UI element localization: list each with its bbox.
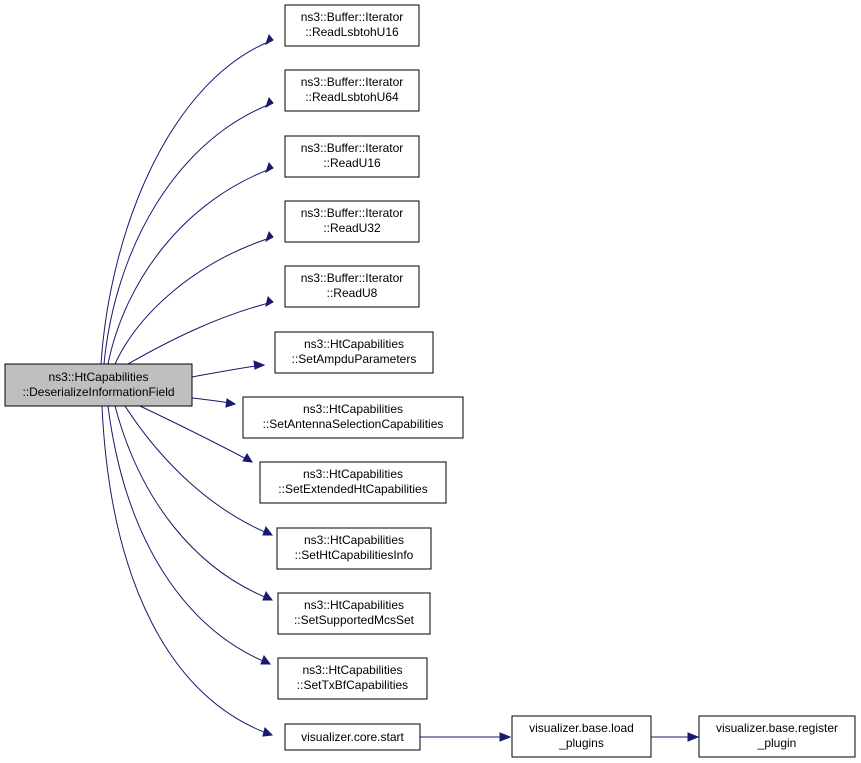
edge-to-read-u16 bbox=[107, 161, 274, 365]
edge-to-read-lsbtoh-u16 bbox=[100, 33, 274, 365]
edge-to-set-ampdu-parameters bbox=[191, 360, 266, 378]
edge-to-set-extended-ht bbox=[139, 405, 253, 463]
node-label-line1: visualizer.base.load bbox=[529, 721, 634, 735]
node-visualizer-base-load-plugins[interactable]: visualizer.base.load _plugins bbox=[511, 715, 652, 758]
node-box bbox=[284, 69, 420, 112]
node-label-line2: ::ReadU32 bbox=[323, 221, 381, 235]
node-label-line2: ::SetExtendedHtCapabilities bbox=[278, 482, 427, 496]
node-set-extended-ht-capabilities[interactable]: ns3::HtCapabilities ::SetExtendedHtCapab… bbox=[259, 461, 447, 504]
node-label-line1: visualizer.base.register bbox=[716, 721, 838, 735]
call-nodes: ns3::HtCapabilities ::DeserializeInforma… bbox=[4, 4, 856, 758]
node-set-antenna-selection-capabilities[interactable]: ns3::HtCapabilities ::SetAntennaSelectio… bbox=[242, 396, 464, 439]
node-box bbox=[511, 715, 652, 758]
node-label-line2: ::ReadLsbtohU64 bbox=[305, 90, 399, 104]
node-box bbox=[277, 592, 431, 635]
node-label-line1: ns3::HtCapabilities bbox=[303, 467, 403, 481]
edge-to-visualizer-register-plugin bbox=[651, 732, 700, 742]
node-label-line2: ::ReadU8 bbox=[327, 286, 378, 300]
node-label-line2: ::ReadLsbtohU16 bbox=[305, 25, 399, 39]
node-set-ampdu-parameters[interactable]: ns3::HtCapabilities ::SetAmpduParameters bbox=[274, 331, 434, 374]
node-label-line2: _plugin bbox=[757, 736, 797, 750]
edge-to-visualizer-load-plugins bbox=[420, 732, 512, 742]
node-read-u16[interactable]: ns3::Buffer::Iterator ::ReadU16 bbox=[284, 135, 420, 178]
node-label-line1: ns3::HtCapabilities bbox=[304, 533, 404, 547]
node-read-u32[interactable]: ns3::Buffer::Iterator ::ReadU32 bbox=[284, 200, 420, 243]
node-box bbox=[284, 4, 420, 47]
call-edges bbox=[100, 33, 700, 742]
node-label-line1: ns3::Buffer::Iterator bbox=[301, 141, 404, 155]
node-label-line1: ns3::Buffer::Iterator bbox=[301, 271, 404, 285]
edge-to-set-antenna-selection bbox=[191, 397, 237, 408]
edge-to-read-u8 bbox=[127, 296, 274, 365]
node-box bbox=[284, 200, 420, 243]
node-set-txbf-capabilities[interactable]: ns3::HtCapabilities ::SetTxBfCapabilitie… bbox=[277, 657, 428, 700]
node-label-line1: ns3::HtCapabilities bbox=[302, 663, 402, 677]
edge-to-read-u32 bbox=[114, 230, 274, 365]
node-box bbox=[284, 265, 420, 308]
node-read-lsbtoh-u64[interactable]: ns3::Buffer::Iterator ::ReadLsbtohU64 bbox=[284, 69, 420, 112]
edge-to-set-supported-mcs-set bbox=[114, 405, 273, 601]
node-deserialize-information-field[interactable]: ns3::HtCapabilities ::DeserializeInforma… bbox=[4, 363, 193, 407]
edge-to-set-txbf-capabilities bbox=[107, 405, 271, 665]
node-box bbox=[276, 527, 432, 570]
node-box bbox=[277, 657, 428, 700]
node-label-line1: ns3::Buffer::Iterator bbox=[301, 206, 404, 220]
node-box bbox=[284, 723, 421, 751]
node-label-line2: _plugins bbox=[558, 736, 604, 750]
node-label-line1: ns3::HtCapabilities bbox=[304, 598, 404, 612]
node-label-line2: ::ReadU16 bbox=[323, 156, 381, 170]
node-label-line2: ::SetAmpduParameters bbox=[292, 352, 417, 366]
node-label-line1: ns3::Buffer::Iterator bbox=[301, 10, 404, 24]
node-label-line2: ::SetSupportedMcsSet bbox=[294, 613, 415, 627]
edge-to-visualizer-core-start bbox=[101, 405, 274, 737]
node-box bbox=[698, 715, 856, 758]
node-label-line2: ::SetAntennaSelectionCapabilities bbox=[263, 417, 444, 431]
node-visualizer-base-register-plugin[interactable]: visualizer.base.register _plugin bbox=[698, 715, 856, 758]
node-label-line1: visualizer.core.start bbox=[301, 730, 404, 744]
node-label-line1: ns3::Buffer::Iterator bbox=[301, 75, 404, 89]
node-box bbox=[259, 461, 447, 504]
node-label-line1: ns3::HtCapabilities bbox=[304, 337, 404, 351]
edge-to-read-lsbtoh-u64 bbox=[103, 96, 274, 365]
node-label-line1: ns3::HtCapabilities bbox=[48, 370, 148, 384]
node-visualizer-core-start[interactable]: visualizer.core.start bbox=[284, 723, 421, 751]
node-label-line2: ::DeserializeInformationField bbox=[22, 385, 174, 399]
node-label-line1: ns3::HtCapabilities bbox=[303, 402, 403, 416]
node-box bbox=[274, 331, 434, 374]
node-box bbox=[242, 396, 464, 439]
node-label-line2: ::SetHtCapabilitiesInfo bbox=[295, 548, 414, 562]
node-set-supported-mcs-set[interactable]: ns3::HtCapabilities ::SetSupportedMcsSet bbox=[277, 592, 431, 635]
node-set-ht-capabilities-info[interactable]: ns3::HtCapabilities ::SetHtCapabilitiesI… bbox=[276, 527, 432, 570]
node-read-lsbtoh-u16[interactable]: ns3::Buffer::Iterator ::ReadLsbtohU16 bbox=[284, 4, 420, 47]
node-label-line2: ::SetTxBfCapabilities bbox=[297, 678, 408, 692]
edge-to-set-ht-capabilities-info bbox=[124, 405, 273, 536]
node-read-u8[interactable]: ns3::Buffer::Iterator ::ReadU8 bbox=[284, 265, 420, 308]
node-box bbox=[4, 363, 193, 407]
node-box bbox=[284, 135, 420, 178]
